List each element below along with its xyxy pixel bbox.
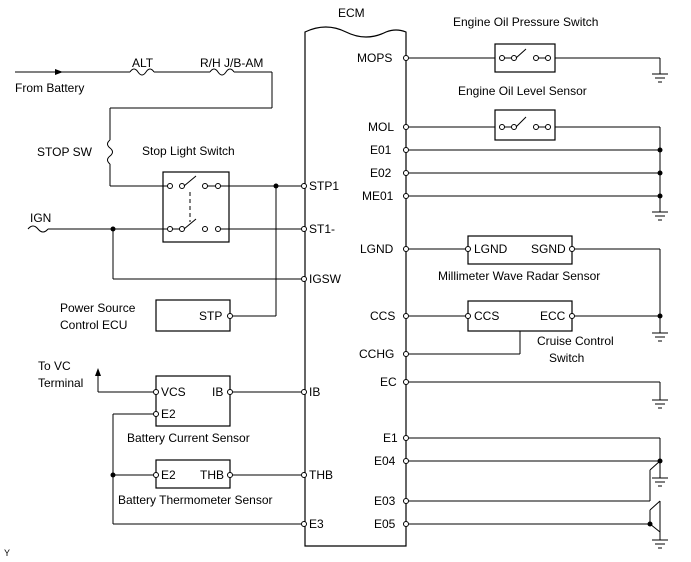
thb-pin-label: THB	[200, 468, 224, 482]
ccs-pin-label: CCS	[474, 309, 499, 323]
oil-pressure-switch-label: Engine Oil Pressure Switch	[453, 15, 598, 29]
to-vc-line-1: To VC	[38, 359, 71, 373]
pin-thb: THB	[309, 468, 333, 482]
oil-level-sensor-label: Engine Oil Level Sensor	[458, 84, 587, 98]
stp-pin-label: STP	[199, 309, 222, 323]
radar-sensor-label: Millimeter Wave Radar Sensor	[438, 269, 600, 283]
pin-mol: MOL	[368, 120, 394, 134]
battery-current-sensor: To VC Terminal VCS IB E2 Battery Current…	[38, 359, 301, 524]
alt-fuse-label: ALT	[132, 56, 154, 70]
pin-e04: E04	[374, 454, 396, 468]
rh-jb-am-fuse-label: R/H J/B-AM	[200, 56, 263, 70]
stop-light-switch: Stop Light Switch	[110, 144, 301, 243]
pin-igsw: IGSW	[309, 272, 342, 286]
ecm-left-pins: STP1 ST1- IGSW IB THB E3	[301, 179, 342, 531]
ib-pin-label: IB	[212, 385, 223, 399]
ign-feed: IGN	[27, 211, 301, 280]
ecc-pin-label: ECC	[540, 309, 566, 323]
pin-st1: ST1-	[309, 222, 335, 236]
cruise-control-switch: CCS ECC Cruise Control Switch	[409, 300, 668, 365]
pin-ib: IB	[309, 385, 320, 399]
pin-cchg: CCHG	[359, 347, 394, 361]
pin-e1: E1	[383, 431, 398, 445]
ec-ground	[409, 381, 668, 409]
arrow-icon	[55, 69, 63, 75]
ecm-title: ECM	[338, 6, 365, 20]
ign-label: IGN	[30, 211, 51, 225]
pin-e02: E02	[370, 166, 392, 180]
stop-sw-fuse-label: STOP SW	[37, 145, 93, 159]
pin-mops: MOPS	[357, 51, 392, 65]
corner-mark: Y	[4, 548, 10, 558]
from-battery-label: From Battery	[15, 81, 84, 95]
power-source-control-ecu: Power Source Control ECU STP	[60, 183, 279, 332]
radar-lgnd-pin: LGND	[474, 242, 508, 256]
pin-e01: E01	[370, 143, 392, 157]
power-source-ecu-line-2: Control ECU	[60, 318, 127, 332]
cruise-switch-line-1: Cruise Control	[537, 334, 614, 348]
millimeter-wave-radar-sensor: LGND SGND Millimeter Wave Radar Sensor	[409, 235, 661, 333]
pin-ec: EC	[380, 375, 397, 389]
arrow-up-icon	[95, 368, 101, 376]
to-vc-line-2: Terminal	[38, 376, 83, 390]
cruise-switch-line-2: Switch	[549, 351, 584, 365]
battery-thermometer-sensor-label: Battery Thermometer Sensor	[118, 493, 273, 507]
vcs-pin-label: VCS	[161, 385, 186, 399]
pin-stp1: STP1	[309, 179, 339, 193]
battery-thermometer-sensor: E2 THB Battery Thermometer Sensor	[113, 459, 301, 525]
pin-me01: ME01	[362, 189, 394, 203]
pin-lgnd: LGND	[360, 242, 394, 256]
stop-light-switch-label: Stop Light Switch	[142, 144, 235, 158]
e2-pin-label-bts: E2	[161, 468, 176, 482]
ecm-ground-network	[409, 437, 668, 549]
engine-oil-pressure-switch: Engine Oil Pressure Switch	[409, 15, 668, 83]
ecm-block: ECM	[304, 6, 407, 547]
radar-sgnd-pin: SGND	[531, 242, 566, 256]
pin-e05: E05	[374, 517, 396, 531]
battery-feed: ALT R/H J/B-AM From Battery STOP SW	[15, 56, 273, 186]
e2-pin-label-bcs: E2	[161, 407, 176, 421]
pin-e3: E3	[309, 517, 324, 531]
power-source-ecu-line-1: Power Source	[60, 301, 136, 315]
pin-e03: E03	[374, 494, 396, 508]
pin-ccs: CCS	[370, 309, 395, 323]
ecm-right-pins: MOPS MOL E01 E02 ME01 LGND CCS CCHG EC E…	[357, 51, 409, 531]
engine-oil-level-sensor: Engine Oil Level Sensor	[409, 84, 668, 221]
battery-current-sensor-label: Battery Current Sensor	[127, 431, 250, 445]
